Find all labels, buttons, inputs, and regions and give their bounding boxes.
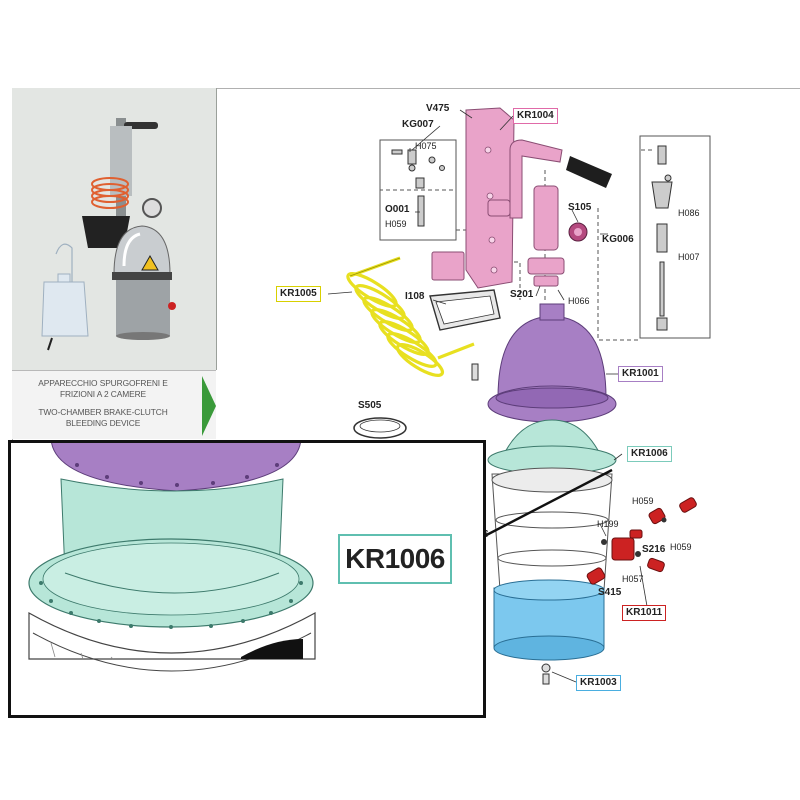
part-label-h057: H057 [622,574,644,584]
frame-top-border [216,88,800,89]
product-photo [41,118,176,351]
caption-italian-line-1: APPARECCHIO SPURGOFRENI E [38,378,168,388]
part-label-kr1005: KR1005 [276,286,321,302]
part-label-h059-left: H059 [385,219,407,229]
part-label-kg007: KG007 [402,119,434,130]
product-photo-panel [12,88,217,370]
part-label-kr1004: KR1004 [513,108,558,124]
product-caption-panel [12,370,216,439]
caption-english-line-1: TWO-CHAMBER BRAKE-CLUTCH [38,407,168,417]
part-label-kr1001: KR1001 [618,366,663,382]
part-label-s415: S415 [598,587,622,598]
part-label-kg006: KG006 [602,234,634,245]
part-label-kr1006: KR1006 [627,446,672,462]
part-label-h007: H007 [678,252,700,262]
part-label-h086: H086 [678,208,700,218]
part-label-kr1003: KR1003 [576,675,621,691]
part-label-s105: S105 [568,202,592,213]
part-label-h075: H075 [415,141,437,151]
part-label-o001: O001 [385,204,410,215]
caption-english-line-2: BLEEDING DEVICE [65,418,141,428]
part-label-s201: S201 [510,289,534,300]
part-label-h059-b: H059 [670,542,692,552]
part-label-v475: V475 [426,103,450,114]
part-label-s216: S216 [642,544,666,555]
part-label-h199: H199 [597,519,619,529]
part-label-kr1011: KR1011 [622,605,667,621]
zoom-inset-drawing [28,443,316,672]
inset-callout-label-kr1006: KR1006 [338,534,452,584]
part-label-h066: H066 [568,296,590,306]
part-label-i108: I108 [405,291,425,302]
caption-italian-line-2: FRIZIONI A 2 CAMERE [59,389,147,399]
caption-arrow-icon [202,376,216,436]
part-label-h059-a: H059 [632,496,654,506]
part-label-s505: S505 [358,400,382,411]
